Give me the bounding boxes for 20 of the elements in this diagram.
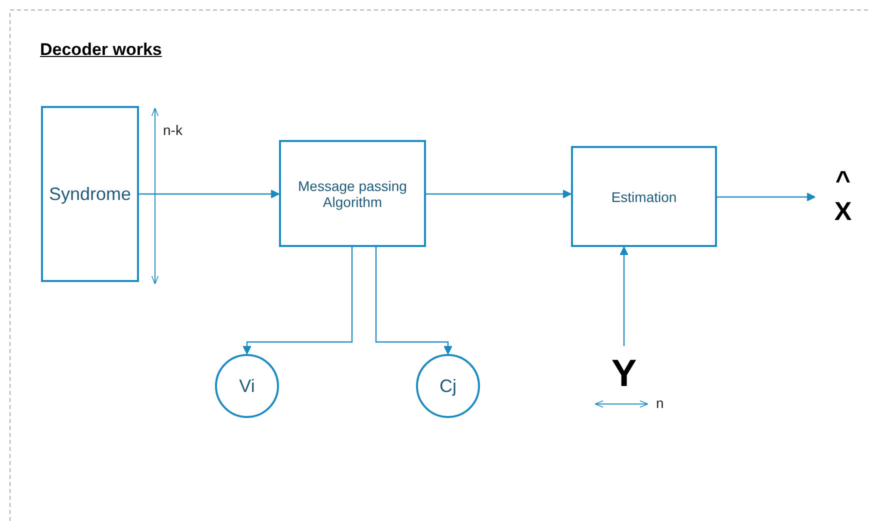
estimate-symbol: ^ [835,164,851,196]
node-label: Message passing Algorithm [297,178,408,210]
process-box [279,140,426,247]
arrow [139,190,280,198]
variable-symbol: Y [611,352,637,398]
arrow [375,247,452,354]
estimate-symbol: X [834,196,852,228]
dimension-label: n-k [163,122,182,138]
node-label: Syndrome [48,184,132,204]
arrow [717,192,816,202]
dimension-label: n [656,395,664,411]
node-label: Vi [238,376,256,396]
arrow [426,190,572,198]
process-box [571,146,717,247]
arrow [242,247,353,354]
node-label: Estimation [610,188,678,204]
arrow [620,246,628,346]
syndrome-box [41,106,139,282]
node-label: Cj [438,376,458,396]
diagram-title: Decoder works [40,40,162,60]
